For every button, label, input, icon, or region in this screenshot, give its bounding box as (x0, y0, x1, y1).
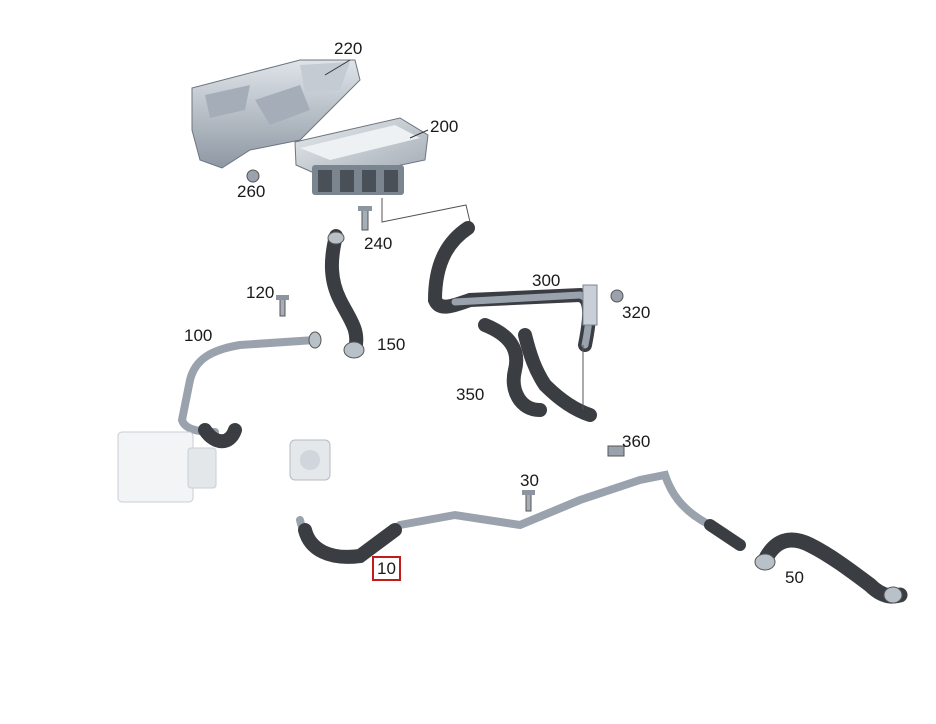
hose-50[interactable] (754, 532, 908, 604)
pipe-100[interactable] (177, 331, 322, 449)
part-label-100[interactable]: 100 (184, 326, 213, 345)
bracket-220[interactable] (191, 59, 361, 169)
hose-350[interactable] (478, 318, 597, 422)
pump[interactable] (289, 439, 331, 481)
part-label-200[interactable]: 200 (430, 117, 459, 136)
bolt-240[interactable] (358, 206, 372, 231)
part-label-350[interactable]: 350 (456, 385, 485, 404)
clip-360[interactable] (607, 445, 625, 457)
part-label-320[interactable]: 320 (622, 303, 651, 322)
part-label-120[interactable]: 120 (246, 283, 275, 302)
part-label-300[interactable]: 300 (532, 271, 561, 290)
bolt-30[interactable] (522, 490, 535, 512)
part-label-50[interactable]: 50 (785, 568, 804, 587)
part-label-10-highlighted[interactable]: 10 (372, 556, 401, 581)
pipe-10[interactable] (296, 470, 746, 564)
part-label-30[interactable]: 30 (520, 471, 539, 490)
part-label-260[interactable]: 260 (237, 182, 266, 201)
part-label-360[interactable]: 360 (622, 432, 651, 451)
pipe-300[interactable] (427, 221, 598, 352)
hose-150[interactable] (324, 229, 365, 359)
nut-320[interactable] (610, 289, 624, 303)
control-unit-200[interactable] (294, 117, 429, 195)
part-label-150[interactable]: 150 (377, 335, 406, 354)
nut-260[interactable] (246, 169, 260, 183)
cooler-module[interactable] (117, 431, 217, 503)
part-label-220[interactable]: 220 (334, 39, 363, 58)
part-label-240[interactable]: 240 (364, 234, 393, 253)
bolt-120[interactable] (276, 295, 289, 317)
